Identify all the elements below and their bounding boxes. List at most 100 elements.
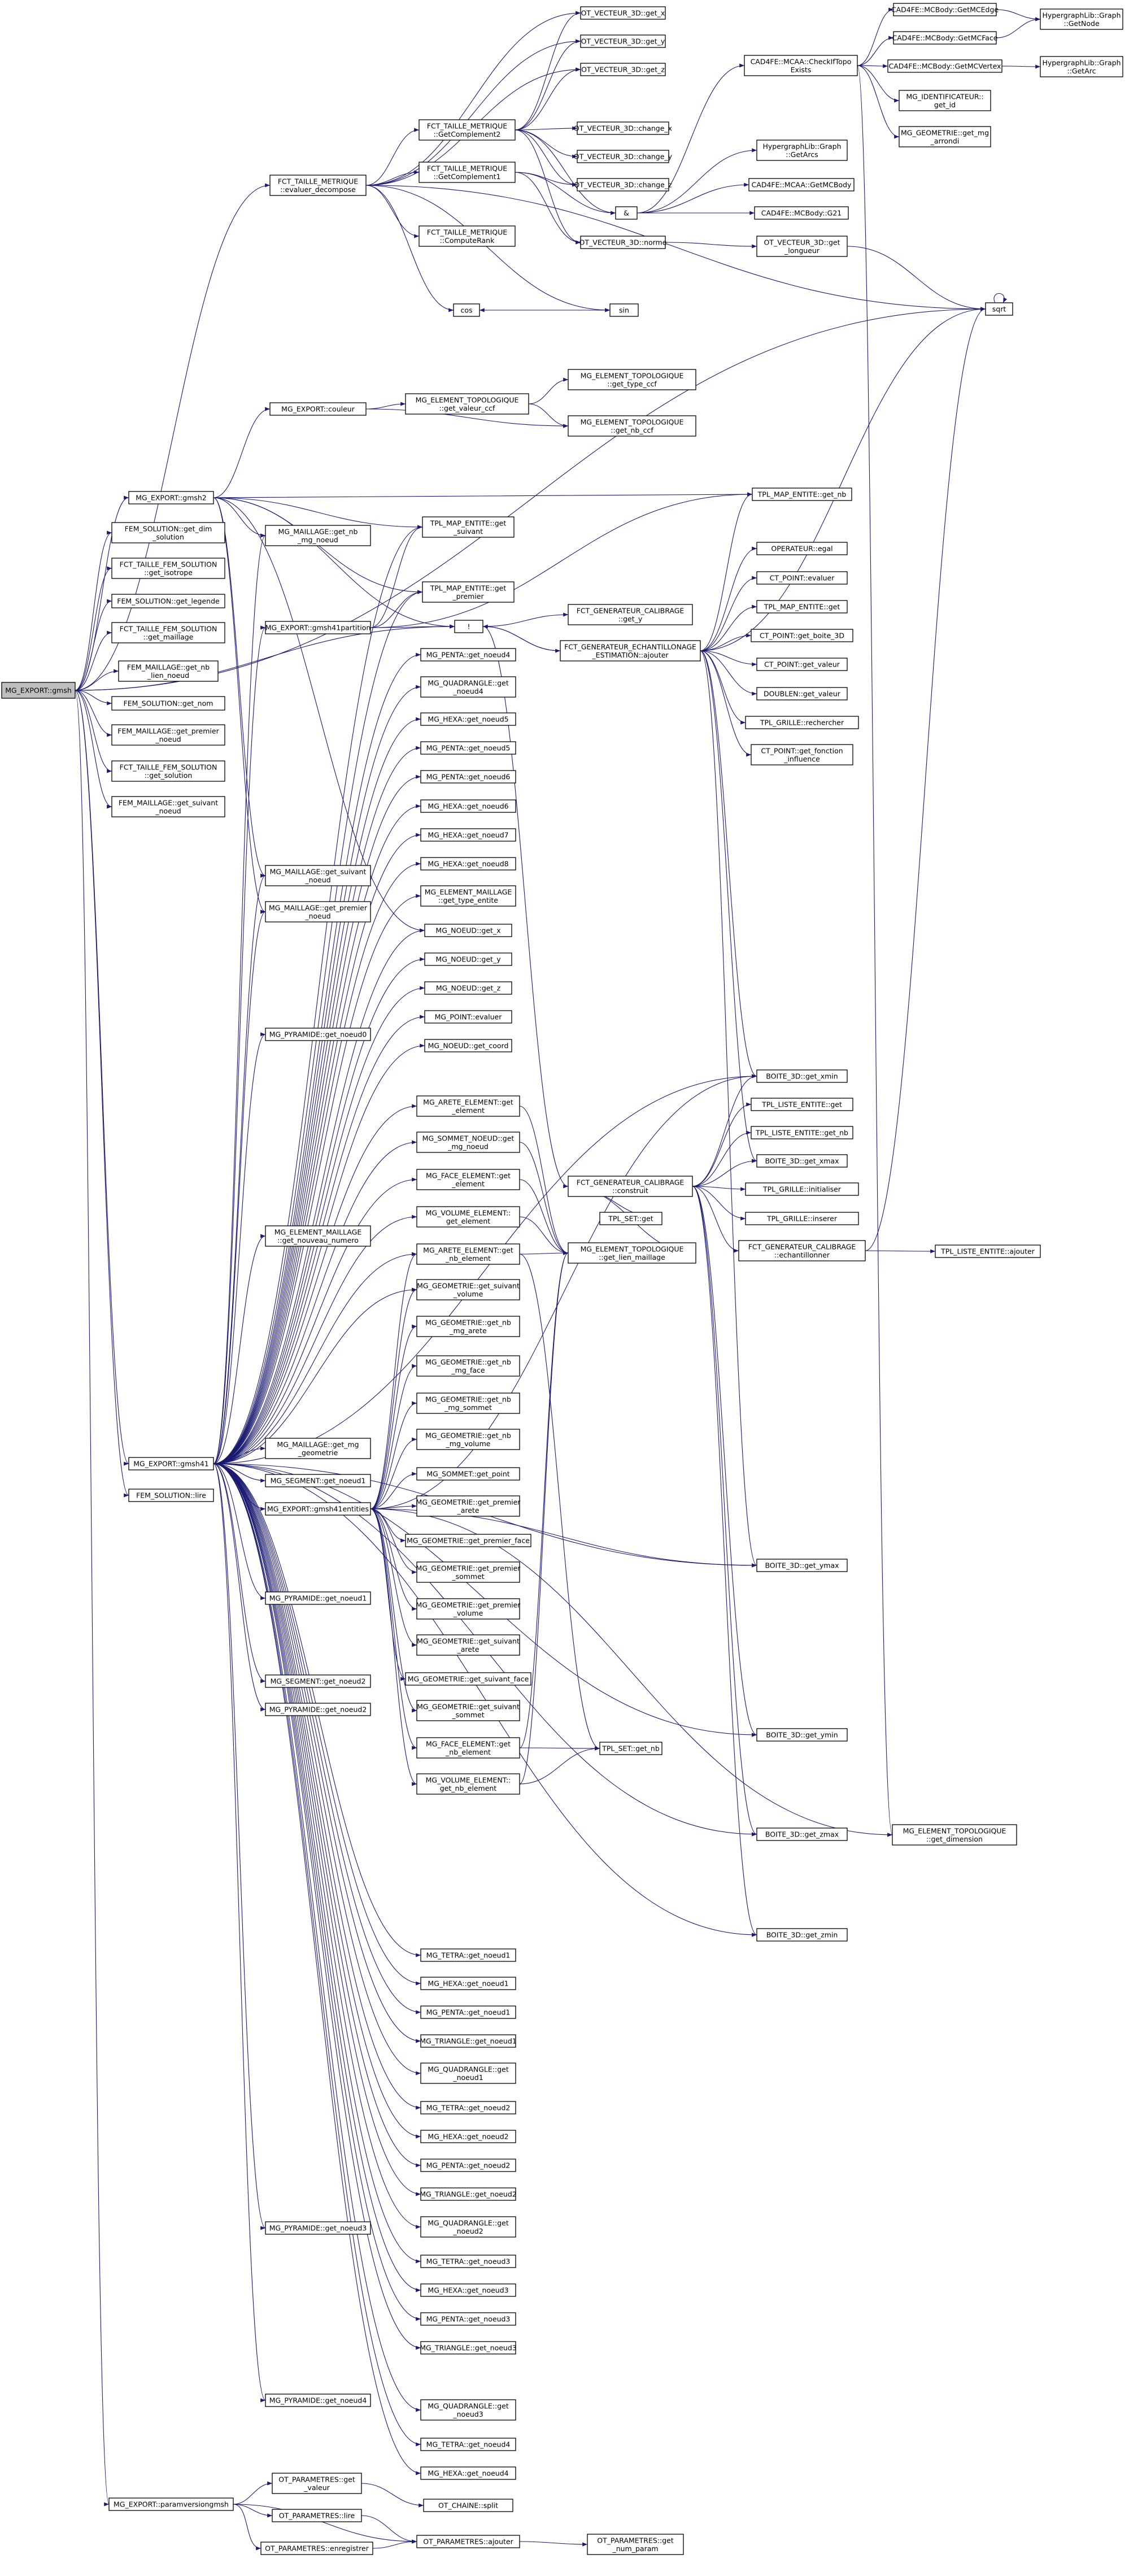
graph-node[interactable]: sin bbox=[609, 303, 639, 317]
graph-node[interactable]: BOITE_3D::get_zmin bbox=[756, 1928, 848, 1942]
graph-node[interactable]: MG_PYRAMIDE::get_noeud4 bbox=[265, 2394, 371, 2407]
graph-node[interactable]: MG_ELEMENT_TOPOLOGIQUE::get_nb_ccf bbox=[568, 415, 696, 437]
graph-node[interactable]: OT_VECTEUR_3D::change_x bbox=[574, 121, 672, 135]
graph-node[interactable]: MG_GEOMETRIE::get_suivant_volume bbox=[416, 1279, 520, 1300]
graph-node[interactable]: MG_HEXA::get_noeud4 bbox=[420, 2466, 516, 2480]
graph-node[interactable]: OT_VECTEUR_3D::get_z bbox=[580, 63, 666, 76]
graph-node[interactable]: FEM_MAILLAGE::get_suivant_noeud bbox=[111, 796, 225, 817]
graph-node[interactable]: MG_NOEUD::get_x bbox=[424, 924, 512, 937]
graph-node[interactable]: FEM_SOLUTION::get_dim_solution bbox=[111, 522, 225, 543]
graph-node[interactable]: MG_EXPORT::gmsh41entities bbox=[265, 1502, 371, 1516]
graph-node[interactable]: CAD4FE::MCBody::GetMCEdge bbox=[891, 3, 999, 16]
graph-node[interactable]: MG_ELEMENT_MAILLAGE::get_nouveau_numero bbox=[265, 1225, 371, 1247]
graph-node[interactable]: CT_POINT::get_boite_3D bbox=[751, 629, 853, 642]
graph-node[interactable]: FCT_TAILLE_METRIQUE::evaluer_decompose bbox=[269, 175, 367, 196]
graph-node[interactable]: MG_PYRAMIDE::get_noeud2 bbox=[265, 1703, 371, 1716]
graph-node[interactable]: OT_VECTEUR_3D::get_y bbox=[580, 34, 666, 48]
graph-node[interactable]: MG_EXPORT::gmsh bbox=[1, 682, 76, 699]
graph-node[interactable]: MG_SOMMET_NOEUD::get_mg_noeud bbox=[416, 1132, 520, 1153]
graph-node[interactable]: MG_PENTA::get_noeud1 bbox=[420, 2005, 516, 2019]
graph-node[interactable]: OPERATEUR::egal bbox=[756, 542, 848, 555]
graph-node[interactable]: TPL_GRILLE::inserer bbox=[745, 1212, 859, 1225]
graph-node[interactable]: CT_POINT::evaluer bbox=[756, 571, 848, 585]
graph-node[interactable]: TPL_GRILLE::rechercher bbox=[745, 716, 859, 729]
graph-node[interactable]: MG_POINT::evaluer bbox=[424, 1010, 512, 1024]
graph-node[interactable]: FCT_TAILLE_METRIQUE::GetComplement1 bbox=[419, 162, 516, 183]
graph-node[interactable]: MG_PENTA::get_noeud3 bbox=[420, 2312, 516, 2326]
graph-node[interactable]: MG_IDENTIFICATEUR::get_id bbox=[899, 90, 991, 111]
graph-node[interactable]: MG_MAILLAGE::get_suivant_noeud bbox=[265, 865, 371, 886]
graph-node[interactable]: MG_GEOMETRIE::get_nb_mg_sommet bbox=[416, 1393, 520, 1414]
graph-node[interactable]: MG_PENTA::get_noeud2 bbox=[420, 2159, 516, 2172]
graph-node[interactable]: BOITE_3D::get_ymin bbox=[756, 1728, 848, 1742]
graph-node[interactable]: FCT_GENERATEUR_CALIBRAGE::get_y bbox=[568, 604, 693, 625]
graph-node[interactable]: MG_TETRA::get_noeud4 bbox=[420, 2438, 516, 2451]
graph-node[interactable]: MG_TETRA::get_noeud2 bbox=[420, 2101, 516, 2114]
graph-node[interactable]: OT_PARAMETRES::get_valeur bbox=[272, 2473, 362, 2494]
graph-node[interactable]: CT_POINT::get_valeur bbox=[756, 658, 848, 671]
graph-node[interactable]: MG_NOEUD::get_y bbox=[424, 952, 512, 966]
graph-node[interactable]: CAD4FE::MCBody::GetMCVertex bbox=[887, 59, 1002, 73]
graph-node[interactable]: MG_GEOMETRIE::get_nb_mg_arete bbox=[416, 1316, 520, 1337]
graph-node[interactable]: MG_GEOMETRIE::get_premier_volume bbox=[416, 1598, 521, 1620]
graph-node[interactable]: TPL_MAP_ENTITE::get_suivant bbox=[422, 516, 515, 538]
graph-node[interactable]: MG_GEOMETRIE::get_mg_arrondi bbox=[899, 126, 991, 147]
graph-node[interactable]: MG_MAILLAGE::get_mg_geometrie bbox=[265, 1438, 371, 1459]
graph-node[interactable]: MG_ARETE_ELEMENT::get_nb_element bbox=[416, 1243, 520, 1265]
graph-node[interactable]: BOITE_3D::get_ymax bbox=[756, 1559, 848, 1572]
graph-node[interactable]: DOUBLEN::get_valeur bbox=[756, 687, 848, 700]
graph-node[interactable]: ! bbox=[454, 620, 483, 633]
graph-node[interactable]: TPL_LISTE_ENTITE::get bbox=[751, 1098, 853, 1111]
graph-node[interactable]: MG_GEOMETRIE::get_suivant_face bbox=[405, 1672, 531, 1686]
graph-node[interactable]: MG_TRIANGLE::get_noeud1 bbox=[420, 2034, 517, 2048]
graph-node[interactable]: TPL_LISTE_ENTITE::ajouter bbox=[935, 1245, 1041, 1258]
graph-node[interactable]: MG_EXPORT::gmsh41 bbox=[128, 1457, 214, 1470]
graph-node[interactable]: CAD4FE::MCBody::G21 bbox=[754, 206, 849, 220]
graph-node[interactable]: BOITE_3D::get_zmax bbox=[756, 1827, 848, 1841]
graph-node[interactable]: sqrt bbox=[985, 302, 1013, 316]
graph-node[interactable]: MG_PENTA::get_noeud4 bbox=[420, 648, 516, 662]
graph-node[interactable]: MG_QUADRANGLE::get_noeud1 bbox=[420, 2062, 516, 2084]
graph-node[interactable]: FEM_SOLUTION::get_nom bbox=[111, 696, 225, 711]
graph-node[interactable]: HypergraphLib::Graph::GetNode bbox=[1040, 8, 1123, 30]
graph-node[interactable]: MG_SEGMENT::get_noeud2 bbox=[265, 1674, 371, 1688]
graph-node[interactable]: TPL_GRILLE::initialiser bbox=[745, 1182, 859, 1196]
graph-node[interactable]: FCT_GENERATEUR_ECHANTILLONAGE_ESTIMATION… bbox=[560, 640, 701, 662]
graph-node[interactable]: MG_EXPORT::couleur bbox=[269, 402, 367, 416]
graph-node[interactable]: MG_GEOMETRIE::get_nb_mg_face bbox=[416, 1355, 520, 1377]
graph-node[interactable]: OT_VECTEUR_3D::change_y bbox=[574, 150, 673, 163]
graph-node[interactable]: MG_PYRAMIDE::get_noeud3 bbox=[265, 2221, 371, 2235]
graph-node[interactable]: MG_QUADRANGLE::get_noeud2 bbox=[420, 2216, 516, 2238]
graph-node[interactable]: CAD4FE::MCBody::GetMCFace bbox=[892, 31, 998, 45]
graph-node[interactable]: OT_VECTEUR_3D::get_x bbox=[580, 6, 666, 20]
graph-node[interactable]: FCT_GENERATEUR_CALIBRAGE::construit bbox=[568, 1176, 693, 1197]
graph-node[interactable]: MG_TETRA::get_noeud3 bbox=[420, 2255, 516, 2268]
graph-node[interactable]: MG_ELEMENT_TOPOLOGIQUE::get_type_ccf bbox=[568, 369, 696, 390]
graph-node[interactable]: MG_HEXA::get_noeud3 bbox=[420, 2283, 516, 2297]
graph-node[interactable]: HypergraphLib::Graph::GetArc bbox=[1040, 56, 1123, 77]
graph-node[interactable]: MG_HEXA::get_noeud1 bbox=[420, 1977, 516, 1990]
graph-node[interactable]: BOITE_3D::get_xmax bbox=[756, 1154, 848, 1168]
graph-node[interactable]: MG_PYRAMIDE::get_noeud1 bbox=[265, 1591, 371, 1605]
graph-node[interactable]: FEM_MAILLAGE::get_premier_noeud bbox=[111, 724, 225, 746]
graph-node[interactable]: FCT_TAILLE_METRIQUE::GetComplement2 bbox=[419, 119, 516, 141]
graph-node[interactable]: & bbox=[615, 206, 638, 220]
graph-node[interactable]: MG_ELEMENT_TOPOLOGIQUE::get_lien_maillag… bbox=[568, 1242, 696, 1264]
graph-node[interactable]: OT_VECTEUR_3D::norme bbox=[579, 236, 667, 249]
graph-node[interactable]: TPL_SET::get bbox=[599, 1212, 662, 1225]
graph-node[interactable]: MG_VOLUME_ELEMENT::get_element bbox=[416, 1206, 520, 1228]
graph-node[interactable]: FCT_TAILLE_METRIQUE::ComputeRank bbox=[419, 225, 516, 247]
graph-node[interactable]: MG_PENTA::get_noeud5 bbox=[420, 741, 516, 755]
graph-node[interactable]: MG_HEXA::get_noeud2 bbox=[420, 2130, 516, 2143]
graph-node[interactable]: MG_MAILLAGE::get_nb_mg_noeud bbox=[265, 525, 371, 546]
graph-node[interactable]: MG_FACE_ELEMENT::get_nb_element bbox=[416, 1737, 520, 1759]
graph-node[interactable]: FEM_SOLUTION::get_legende bbox=[111, 594, 225, 608]
graph-node[interactable]: HypergraphLib::Graph::GetArcs bbox=[756, 140, 848, 161]
graph-node[interactable]: MG_HEXA::get_noeud7 bbox=[420, 828, 516, 842]
graph-node[interactable]: MG_QUADRANGLE::get_noeud4 bbox=[420, 676, 516, 698]
graph-node[interactable]: CAD4FE::MCAA::GetMCBody bbox=[748, 178, 855, 192]
graph-node[interactable]: MG_PYRAMIDE::get_noeud0 bbox=[265, 1028, 371, 1041]
graph-node[interactable]: MG_NOEUD::get_coord bbox=[424, 1039, 512, 1052]
graph-node[interactable]: MG_MAILLAGE::get_premier_noeud bbox=[265, 901, 371, 923]
